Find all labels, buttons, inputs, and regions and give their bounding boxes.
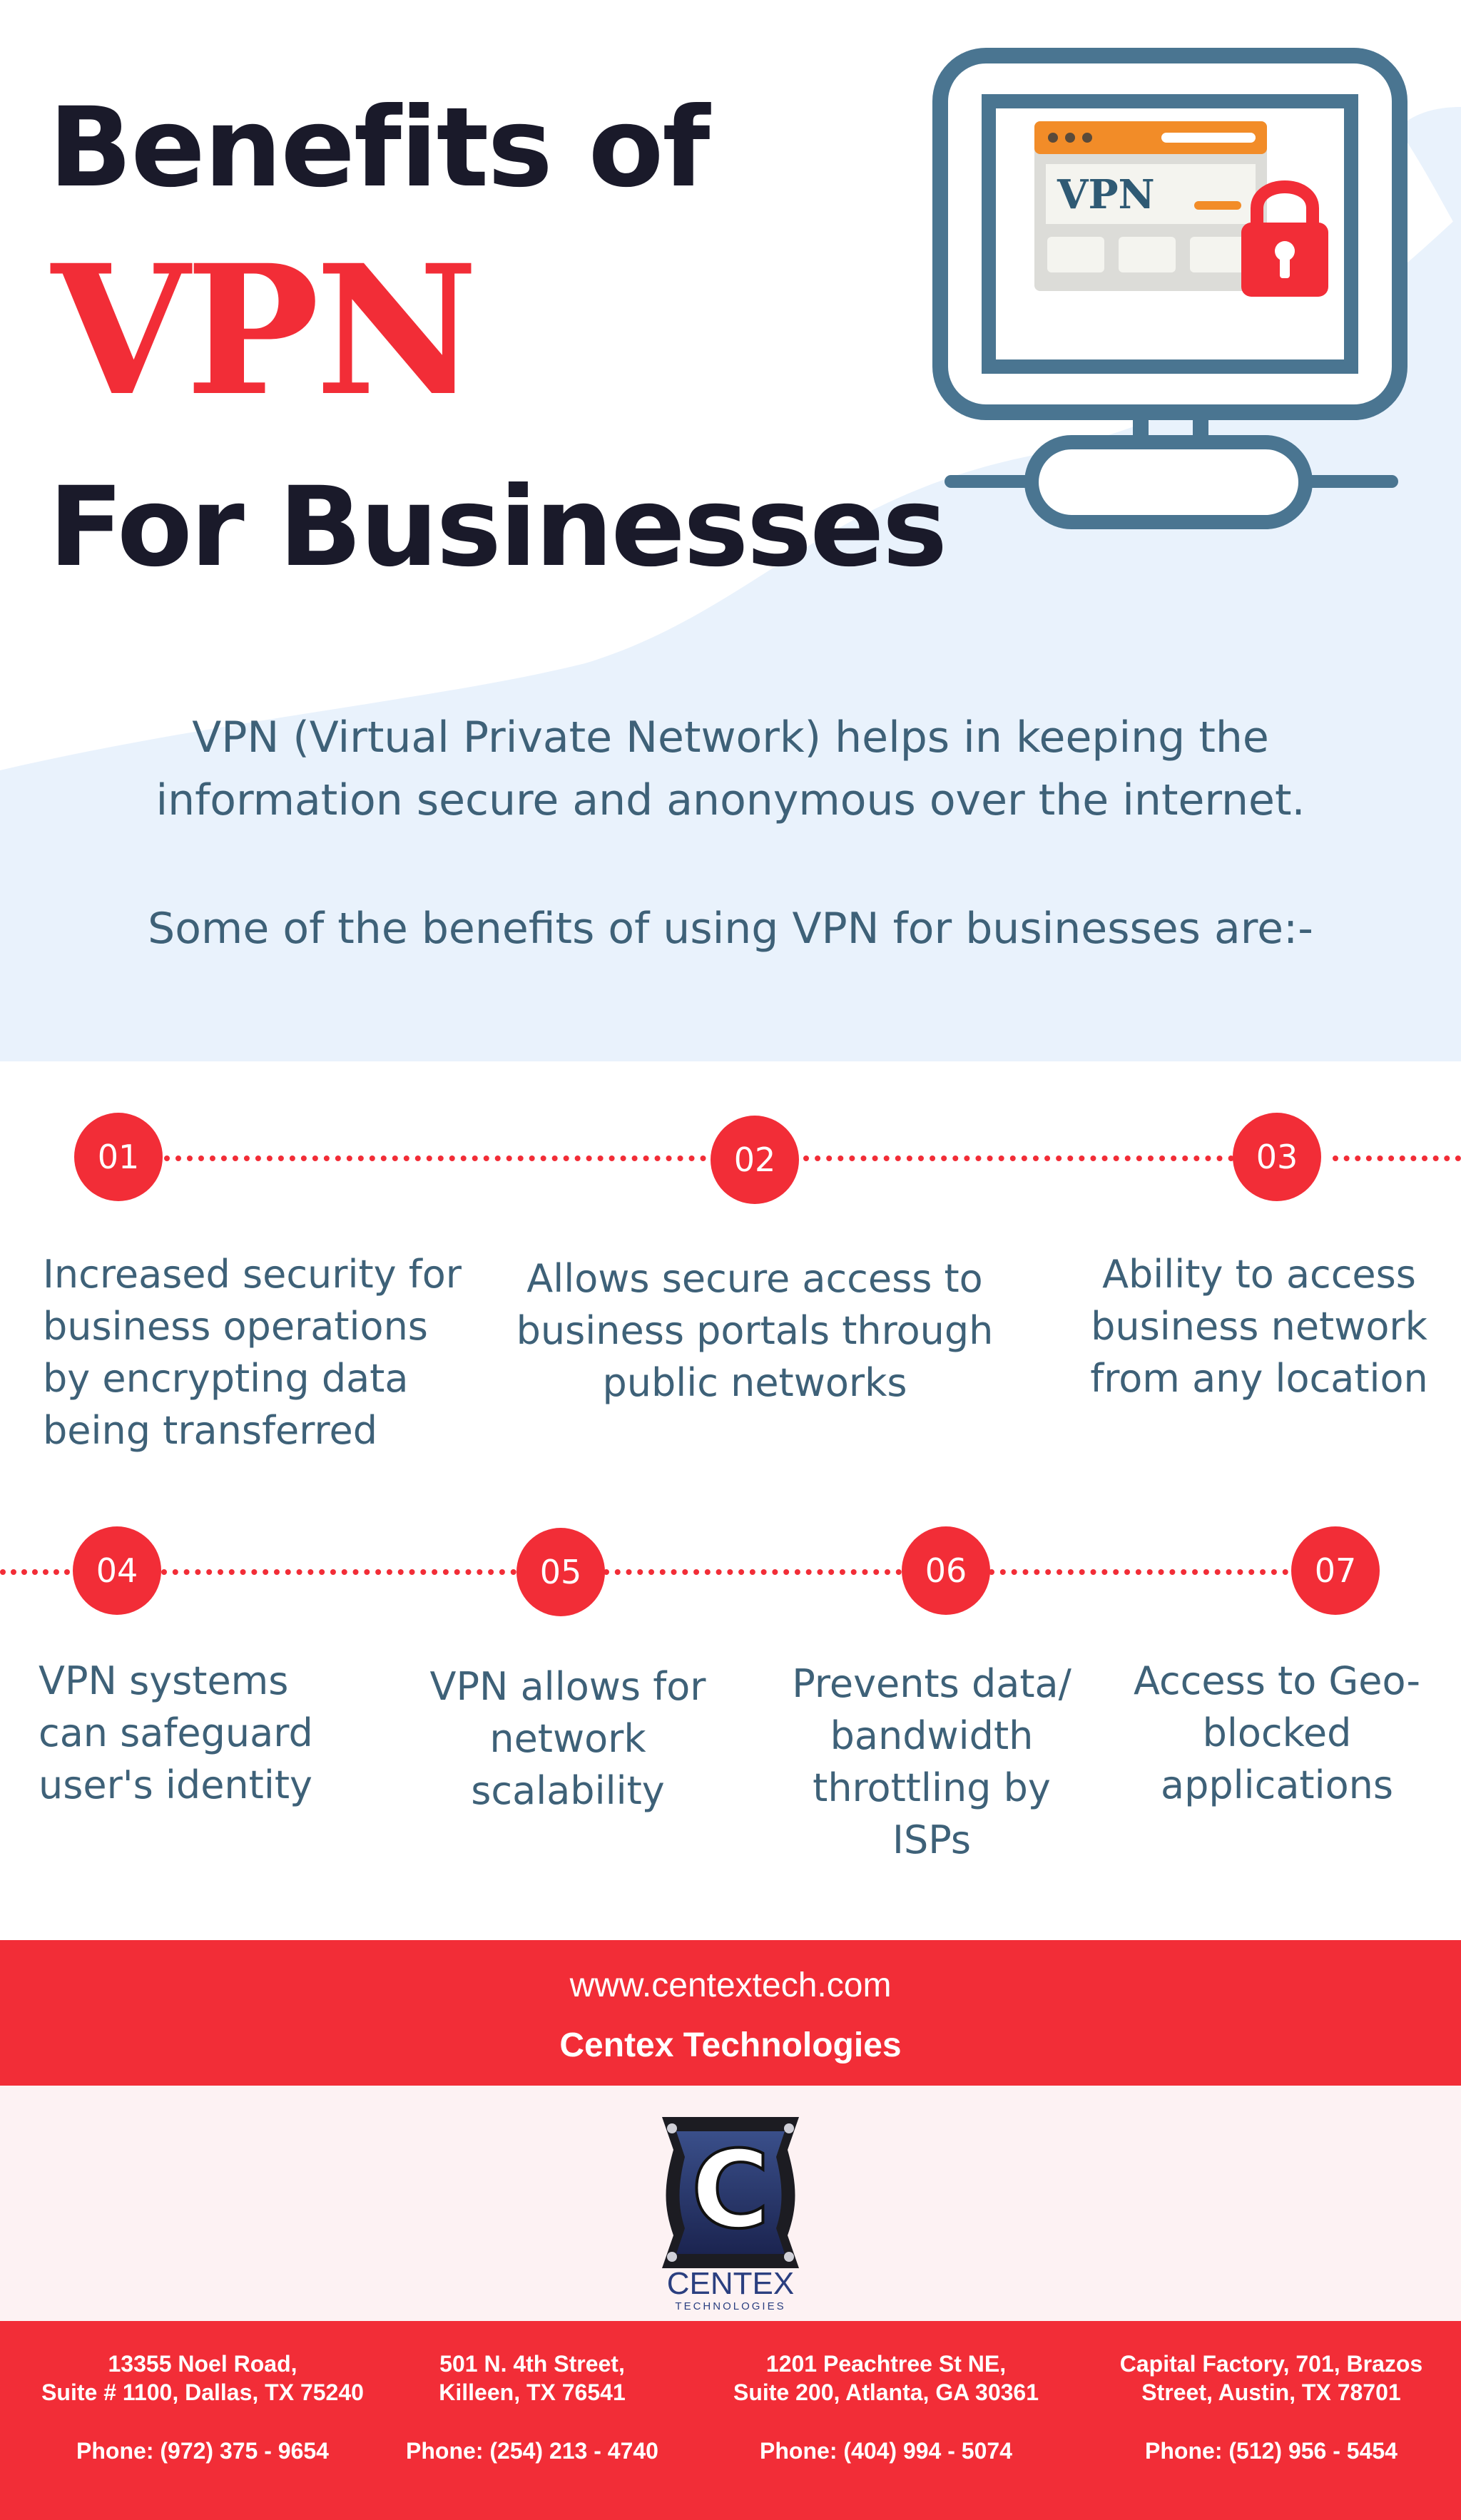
office-address: 501 N. 4th Street, Killeen, TX 76541 xyxy=(439,2351,626,2405)
office-address: 13355 Noel Road, Suite # 1100, Dallas, T… xyxy=(41,2351,364,2405)
benefit-number-04: 04 xyxy=(73,1526,161,1615)
benefit-number-01: 01 xyxy=(74,1113,163,1201)
title-vpn: VPN xyxy=(51,225,478,435)
logo-letter: C xyxy=(691,2128,770,2253)
office-phone: Phone: (404) 994 - 5074 xyxy=(760,2438,1012,2464)
benefit-text-01: Increased security for business operatio… xyxy=(43,1252,462,1453)
offices-band: 13355 Noel Road, Suite # 1100, Dallas, T… xyxy=(0,2321,1461,2520)
office-atlanta: 1201 Peachtree St NE, Suite 200, Atlanta… xyxy=(708,2350,1064,2464)
row-1-connector-b xyxy=(803,1156,1234,1161)
benefit-number-07: 07 xyxy=(1291,1526,1380,1615)
row-1-connector-a xyxy=(164,1156,706,1161)
intro-line-3: Some of the benefits of using VPN for bu… xyxy=(148,904,1313,954)
hero-background-wave xyxy=(0,107,1461,1061)
title-line-3: For Businesses xyxy=(49,464,947,591)
company-name: Centex Technologies xyxy=(559,2026,902,2064)
benefit-number-06: 06 xyxy=(902,1526,990,1615)
screen-vpn-label: VPN xyxy=(1057,171,1155,218)
benefit-number-03: 03 xyxy=(1233,1113,1321,1201)
monitor-icon: VPN xyxy=(932,48,1407,529)
row-2-connector-b xyxy=(161,1569,516,1575)
intro-line-2: information secure and anonymous over th… xyxy=(156,775,1305,825)
website-link[interactable]: www.centextech.com xyxy=(569,1966,892,2004)
benefit-text-02: Allows secure access to business portals… xyxy=(516,1256,994,1405)
padlock-icon xyxy=(1241,180,1328,297)
website-band: www.centextech.com Centex Technologies xyxy=(0,1940,1461,2086)
benefit-text-06: Prevents data/ bandwidth throttling by I… xyxy=(792,1661,1071,1862)
benefit-text-03: Ability to access business network from … xyxy=(1090,1252,1428,1401)
benefit-text-07: Access to Geo- blocked applications xyxy=(1134,1658,1420,1807)
office-address: 1201 Peachtree St NE, Suite 200, Atlanta… xyxy=(733,2351,1039,2405)
office-phone: Phone: (254) 213 - 4740 xyxy=(406,2438,658,2464)
office-phone: Phone: (972) 375 - 9654 xyxy=(76,2438,329,2464)
benefit-number-02: 02 xyxy=(711,1116,799,1204)
logo-name: CENTEX xyxy=(667,2266,794,2301)
centex-logo: C CENTEX TECHNOLOGIES xyxy=(662,2117,799,2312)
logo-subtitle: TECHNOLOGIES xyxy=(675,2300,785,2312)
intro-line-1: VPN (Virtual Private Network) helps in k… xyxy=(192,713,1269,762)
office-killeen: 501 N. 4th Street, Killeen, TX 76541 Pho… xyxy=(354,2350,711,2464)
row-2-connector-d xyxy=(989,1569,1288,1575)
office-phone: Phone: (512) 956 - 5454 xyxy=(1145,2438,1398,2464)
benefits-section: 01 Increased security for business opera… xyxy=(0,1061,1461,1940)
office-address: Capital Factory, 701, Brazos Street, Aus… xyxy=(1119,2351,1423,2405)
benefit-number-05: 05 xyxy=(516,1528,605,1616)
office-dallas: 13355 Noel Road, Suite # 1100, Dallas, T… xyxy=(24,2350,381,2464)
row-2-connector-c xyxy=(604,1569,902,1575)
row-2-connector-a xyxy=(0,1569,70,1575)
benefit-text-04: VPN systems can safeguard user's identit… xyxy=(39,1658,313,1807)
hero-section: Benefits of VPN For Businesses VPN xyxy=(0,0,1461,1061)
office-austin: Capital Factory, 701, Brazos Street, Aus… xyxy=(1093,2350,1450,2464)
logo-band: C CENTEX TECHNOLOGIES xyxy=(0,2086,1461,2321)
benefit-text-05: VPN allows for network scalability xyxy=(429,1664,706,1813)
row-1-connector-c xyxy=(1333,1156,1461,1161)
title-line-1: Benefits of xyxy=(49,84,710,212)
